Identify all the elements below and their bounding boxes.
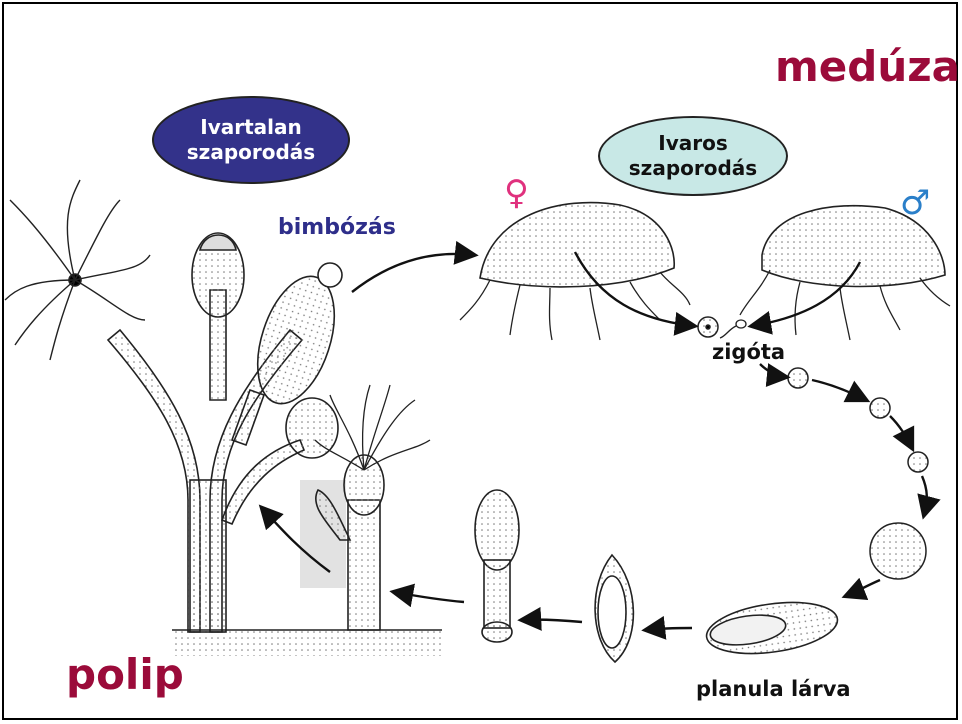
- settling-arrow: [646, 628, 692, 630]
- zygote-label: zigóta: [712, 340, 785, 364]
- planula-larva: [703, 595, 840, 661]
- polyp-colony: [5, 180, 349, 632]
- medusa-title: medúza: [775, 42, 960, 91]
- zygote-to-cleavage-arrow: [760, 364, 786, 377]
- asexual-reproduction-oval: Ivartalan szaporodás: [152, 96, 350, 184]
- primary-polyp-arrow: [522, 620, 582, 622]
- planula-larva-label: planula lárva: [696, 677, 851, 701]
- budding-label: bimbózás: [278, 215, 396, 240]
- sexual-reproduction-oval: Ivaros szaporodás: [598, 116, 788, 196]
- planula-arrow: [846, 580, 880, 596]
- asexual-line-2: szaporodás: [187, 140, 315, 165]
- primary-polyp: [475, 490, 519, 642]
- polyp-title: polip: [66, 650, 184, 699]
- female-symbol-icon: ♀: [504, 176, 529, 210]
- settling-larva: [595, 555, 633, 662]
- substrate: [172, 630, 442, 656]
- sperm-cell: [720, 320, 746, 338]
- male-medusa: [740, 206, 950, 340]
- blastula-arrow: [922, 476, 927, 515]
- asexual-line-1: Ivartalan: [187, 115, 315, 140]
- cleavage-arrow-2: [890, 416, 912, 448]
- sexual-line-1: Ivaros: [629, 131, 757, 156]
- budding-arrow: [352, 254, 474, 292]
- young-polyp-arrow: [394, 592, 464, 602]
- cleavage-arrow-1: [812, 380, 866, 400]
- male-symbol-icon: ♂: [900, 186, 930, 220]
- sexual-line-2: szaporodás: [629, 156, 757, 181]
